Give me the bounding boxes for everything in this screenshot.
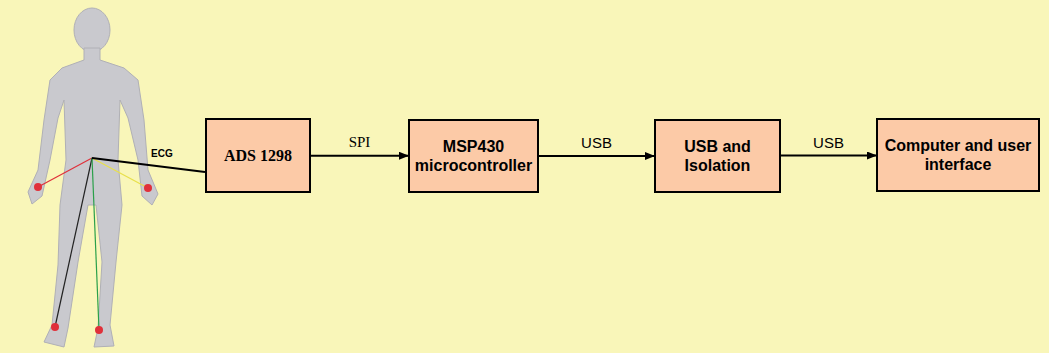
box-label: Computer and user interface	[884, 136, 1032, 174]
process-box: Computer and user interface	[876, 118, 1040, 192]
figure-body	[28, 48, 158, 347]
box-label: ADS 1298	[224, 146, 292, 165]
bus-label: USB	[813, 134, 844, 151]
signal-arrow	[539, 155, 654, 157]
electrode	[34, 183, 42, 191]
ecg-cable	[92, 158, 205, 172]
signal-name: ECG	[151, 148, 173, 159]
lead-wire	[38, 158, 92, 187]
bus-label: USB	[581, 134, 612, 151]
process-box: ADS 1298	[205, 118, 311, 193]
electrode	[51, 323, 59, 331]
lead-wire	[92, 158, 99, 330]
lead-wire	[55, 158, 92, 327]
box-label: USB and Isolation	[662, 137, 773, 175]
process-box: MSP430 microcontroller	[408, 119, 539, 193]
electrode	[144, 184, 152, 192]
figure-head	[74, 8, 110, 52]
electrode	[95, 326, 103, 334]
signal-arrow	[781, 155, 876, 157]
bus-label: SPI	[349, 134, 371, 151]
process-box: USB and Isolation	[654, 119, 781, 193]
lead-wire	[92, 158, 148, 188]
box-label: MSP430 microcontroller	[415, 137, 532, 175]
signal-arrow	[311, 155, 408, 157]
